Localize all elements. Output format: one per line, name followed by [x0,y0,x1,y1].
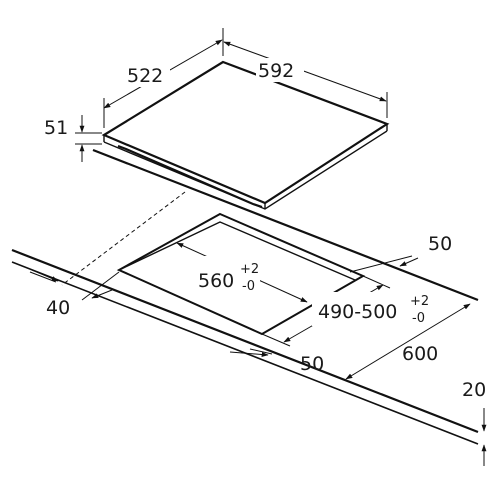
alignment-guide [61,191,186,286]
dimension-592: 592 [223,41,388,118]
dimension-51: 51 [44,115,102,162]
label-592: 592 [258,60,294,82]
label-20: 20 [462,379,486,401]
label-50-rear: 50 [428,233,452,255]
label-490-500: 490-500 [318,301,397,323]
dimension-600: 600 [345,303,471,380]
label-490-500-tol-plus: +2 [410,294,429,309]
dimension-20: 20 [462,379,487,466]
label-560: 560 [198,270,234,292]
dimension-490-500: 490-500 +2 -0 [261,275,432,347]
dimension-560: 560 +2 -0 [176,242,308,303]
hob-top-panel [101,60,390,210]
label-600: 600 [402,343,438,365]
label-560-tol-minus: -0 [242,279,255,294]
label-490-500-tol-minus: -0 [412,311,425,326]
dimension-50-front: 50 [229,348,324,375]
label-40: 40 [46,297,70,319]
label-50-front: 50 [300,353,324,375]
label-560-tol-plus: +2 [240,262,259,277]
label-51: 51 [44,117,68,139]
dimension-40: 40 [29,269,120,319]
dimension-50-rear: 50 [349,233,452,273]
label-522: 522 [127,65,163,87]
dimension-522: 522 [103,28,224,128]
